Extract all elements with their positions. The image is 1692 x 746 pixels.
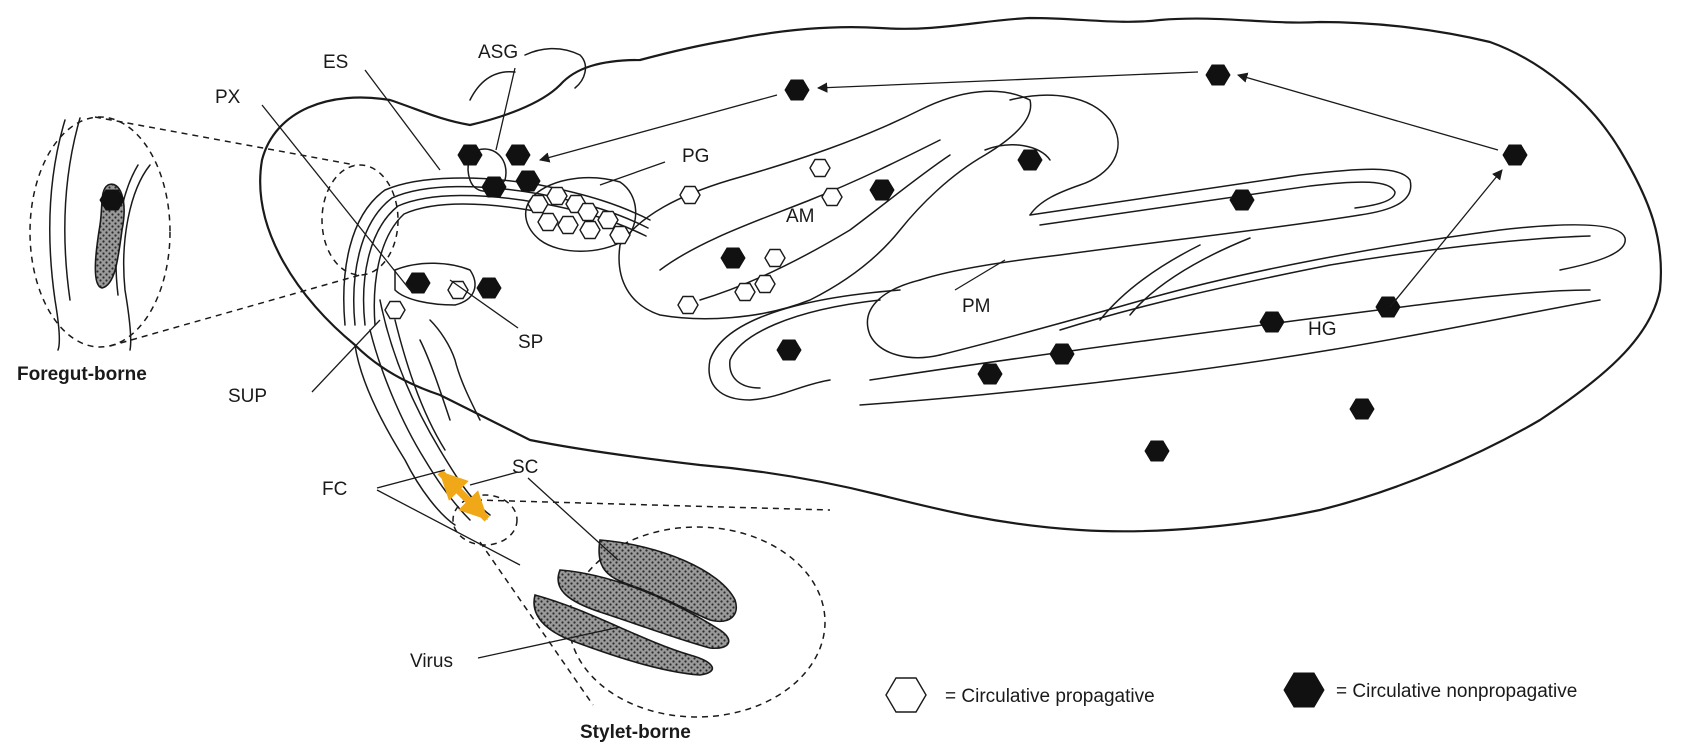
- highlight-arrows: [440, 472, 487, 519]
- label-px: PX: [215, 87, 241, 108]
- filled-hexagon-icon: [1284, 673, 1324, 707]
- foregut-borne-inset: [30, 117, 398, 350]
- propagative-virus-particles: [385, 160, 842, 319]
- label-es: ES: [323, 52, 348, 73]
- legend-nonpropagative-label: = Circulative nonpropagative: [1336, 681, 1577, 702]
- label-virus: Virus: [410, 651, 453, 672]
- posterior-midgut: [709, 95, 1625, 400]
- legend-propagative-label: = Circulative propagative: [945, 686, 1155, 707]
- label-pg: PG: [682, 146, 709, 167]
- stylet-bundle: [355, 300, 490, 525]
- legend: = Circulative propagative = Circulative …: [886, 673, 1577, 712]
- label-am: AM: [786, 206, 815, 227]
- label-sp: SP: [518, 332, 543, 353]
- anterior-midgut: [619, 91, 1031, 318]
- caption-stylet-borne: Stylet-borne: [580, 722, 691, 743]
- label-sc: SC: [512, 457, 538, 478]
- caption-foregut-borne: Foregut-borne: [17, 364, 147, 385]
- label-pm: PM: [962, 296, 991, 317]
- nonpropagative-virus-particles: [406, 65, 1527, 461]
- stylet-borne-inset: [453, 495, 830, 717]
- label-asg: ASG: [478, 42, 518, 63]
- hollow-hexagon-icon: [886, 678, 926, 712]
- label-sup: SUP: [228, 386, 267, 407]
- label-hg: HG: [1308, 319, 1337, 340]
- label-fc: FC: [322, 479, 347, 500]
